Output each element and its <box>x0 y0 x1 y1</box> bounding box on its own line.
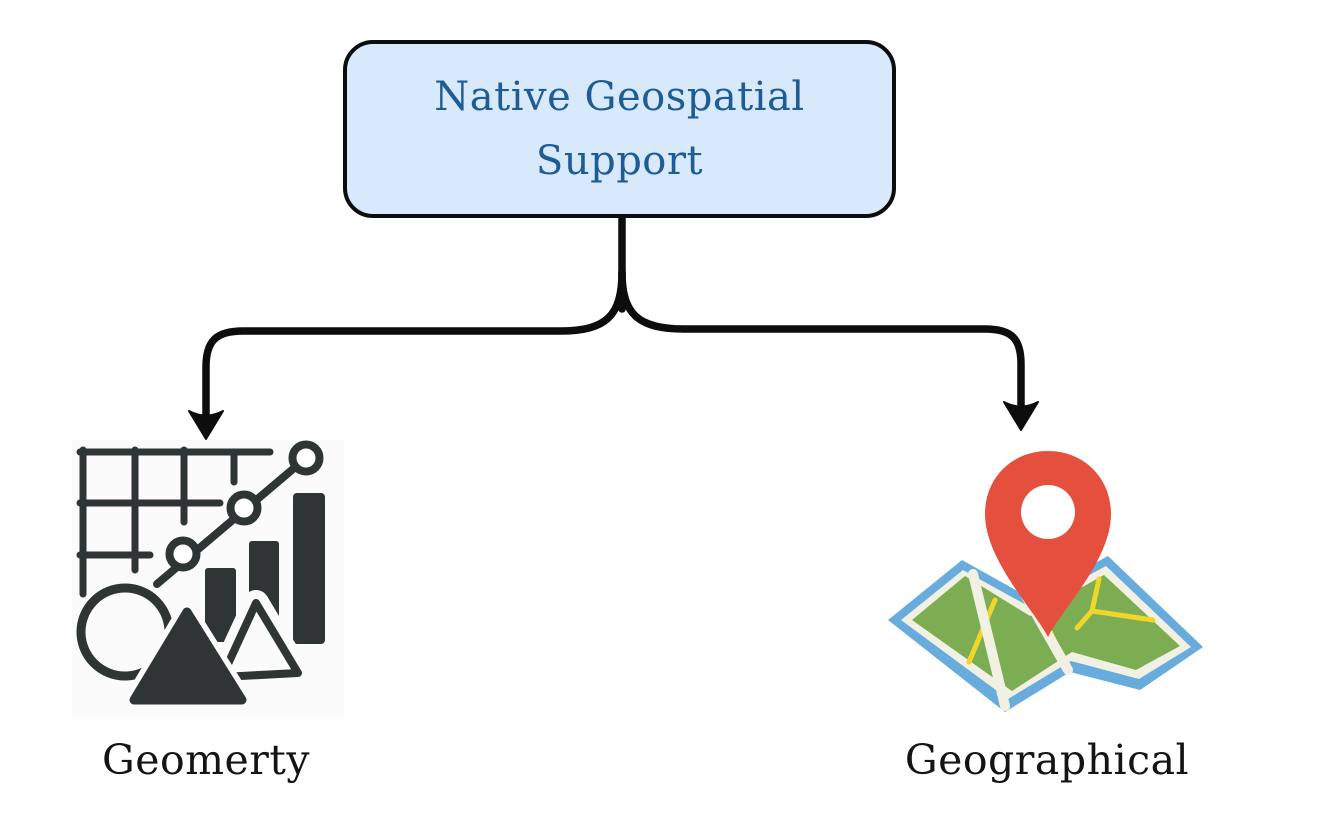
connector-left-branch <box>202 268 626 428</box>
map-location-pin-icon <box>888 451 1203 712</box>
geometry-shapes-icon <box>72 440 344 718</box>
branch-label-geometry: Geomerty <box>101 736 311 784</box>
root-node-label-line2: Support <box>535 138 704 184</box>
arrowhead-left-icon <box>188 410 224 440</box>
connector-right-branch <box>618 268 1025 420</box>
root-node-label-line1: Native Geospatial <box>434 74 805 120</box>
root-node-native-geospatial-support: Native Geospatial Support <box>343 40 896 218</box>
arrowhead-right-icon <box>1003 401 1039 431</box>
branch-label-geographical: Geographical <box>904 736 1190 784</box>
